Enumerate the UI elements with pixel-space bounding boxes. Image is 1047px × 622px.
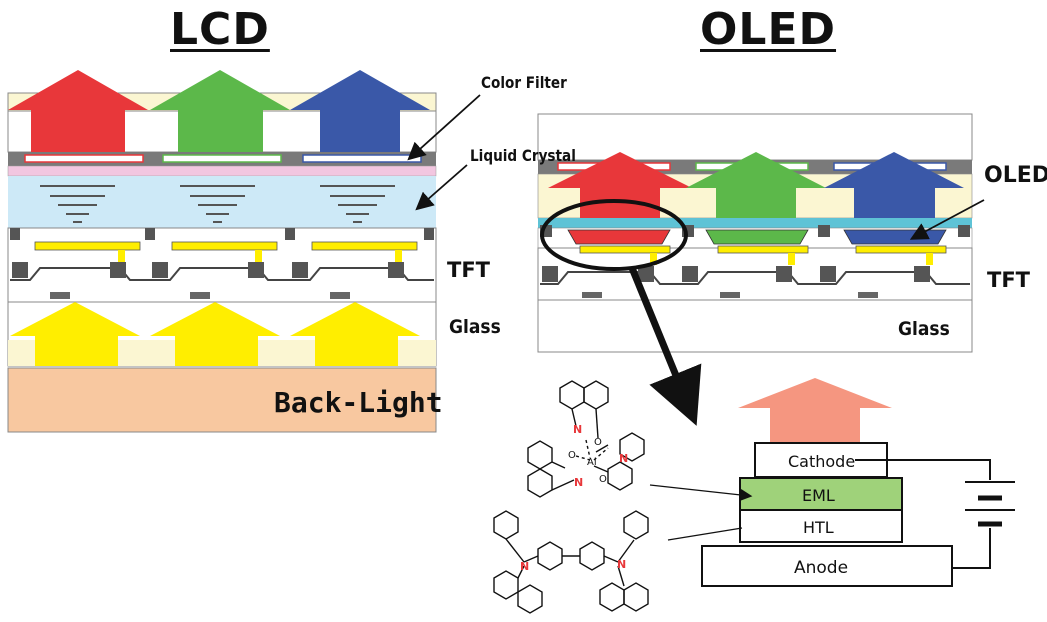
liquid-crystal-callout-line (415, 164, 468, 211)
htl-label: HTL (803, 518, 834, 537)
alq3-n-label-top: N (573, 423, 583, 436)
npb-n-label-left: N (520, 560, 530, 573)
oled-diagram (537, 113, 985, 426)
lcd-yellow-backlight-arrows (10, 302, 420, 366)
lcd-title: LCD (170, 4, 270, 55)
oled-device-stack (649, 378, 1015, 587)
lcd-diagram (7, 70, 481, 433)
color-filter-callout-line (407, 94, 481, 161)
alq3-n-label-left: N (574, 476, 584, 489)
oled-green-emission-arrow (686, 152, 826, 228)
oled-blue-emitter (843, 229, 947, 245)
htl-layer (739, 509, 903, 543)
eml-label: EML (802, 486, 835, 505)
oled-blue-emission-arrow (824, 152, 964, 228)
lcd-color-filter-blue (302, 154, 422, 163)
liquid-crystal-label: Liquid Crystal (470, 146, 576, 165)
oled-layer-label: OLED (984, 163, 1047, 188)
magnify-ellipse (540, 199, 688, 271)
npb-molecule (493, 510, 649, 614)
oled-top-glass (537, 113, 973, 161)
battery-circuit (855, 459, 1015, 569)
oled-callout-line (909, 199, 985, 240)
alq3-n-label-right: N (619, 452, 629, 465)
alq3-o-label-2: O (568, 450, 576, 461)
lcd-liquid-crystal-layer (8, 176, 436, 228)
lcd-blue-emission-arrow (290, 70, 430, 152)
oled-title: OLED (700, 4, 837, 55)
lcd-glass-label: Glass (449, 316, 501, 338)
eml-pointer-line (649, 484, 753, 501)
npb-n-label-right: N (617, 558, 627, 571)
stack-emission-arrow-body (770, 408, 860, 442)
alq3-molecule (527, 380, 645, 498)
lcd-red-emission-arrow (8, 70, 148, 152)
lcd-pink-film (7, 165, 437, 177)
oled-teal-layer (538, 218, 972, 228)
oled-glass-label: Glass (898, 318, 950, 340)
back-light-label: Back-Light (274, 386, 443, 419)
oled-green-emitter (705, 229, 809, 245)
lcd-tft-label: TFT (447, 258, 490, 282)
lcd-color-filter-red (24, 154, 144, 163)
lcd-back-light-layer (7, 367, 437, 433)
magnify-pointer-arrow (628, 266, 702, 426)
alq3-al-label: Al (587, 457, 597, 468)
oled-tft-label: TFT (987, 268, 1030, 292)
oled-glass-layer (537, 299, 973, 353)
alq3-o-label-3: O (599, 474, 607, 485)
alq3-o-label-1: O (594, 437, 602, 448)
anode-label: Anode (794, 558, 849, 578)
lcd-tft-structures (10, 228, 434, 299)
htl-pointer-line (667, 527, 743, 541)
lcd-tft-layer (7, 227, 437, 303)
oled-tft-layer (537, 247, 973, 301)
lcd-lc-molecules (40, 185, 395, 223)
lcd-green-emission-arrow (150, 70, 290, 152)
lcd-color-filter-green (162, 154, 282, 163)
anode-layer (701, 545, 953, 587)
cathode-label: Cathode (788, 452, 856, 471)
oled-tft-structures (540, 245, 970, 298)
oled-red-emitter (567, 229, 671, 245)
color-filter-label: Color Filter (481, 73, 567, 92)
